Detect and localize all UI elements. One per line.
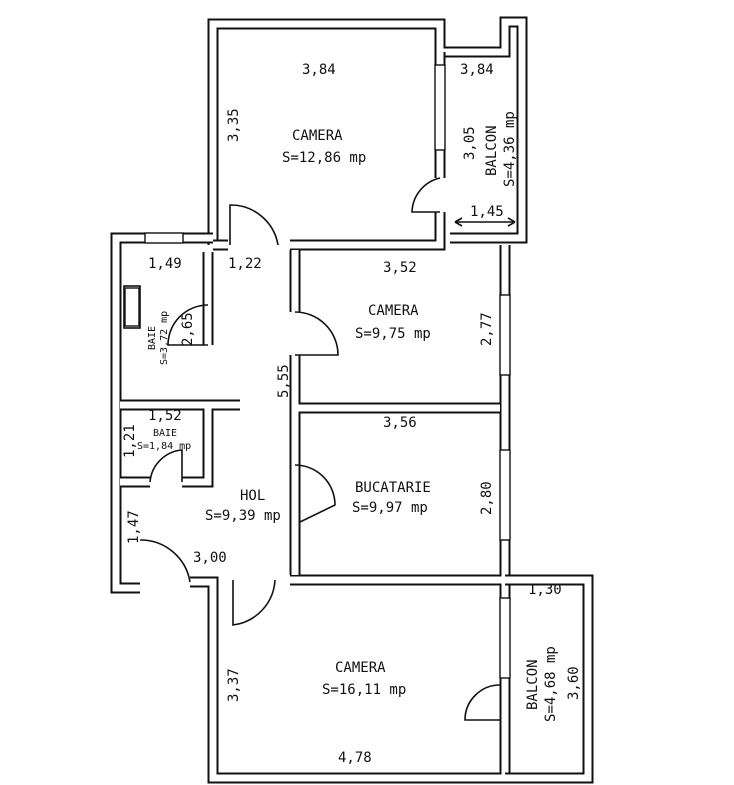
door-arcs <box>123 177 516 721</box>
dimension: 2,77 <box>479 312 495 346</box>
dimension: 3,60 <box>566 666 582 700</box>
room-camera-top: CAMERA S=12,86 mp 3,84 3,35 <box>226 62 366 166</box>
room-bucatarie: BUCATARIE S=9,97 mp 3,56 2,80 <box>352 415 495 516</box>
dimension: 4,78 <box>338 750 372 766</box>
room-area: S=12,86 mp <box>282 150 366 166</box>
dimension: 5,55 <box>276 364 292 398</box>
dimension: 1,30 <box>528 582 562 598</box>
room-hol: HOL S=9,39 mp 1,22 5,55 3,00 1,47 <box>126 256 292 566</box>
windows <box>124 64 511 679</box>
room-name: CAMERA <box>292 128 343 144</box>
room-area: S=16,11 mp <box>322 682 406 698</box>
dimension: 1,22 <box>228 256 262 272</box>
dimension: 2,80 <box>479 481 495 515</box>
dimension: 3,35 <box>226 108 242 142</box>
room-baie-large: 1,49 BAIE S=3,72 mp 2,65 <box>147 256 196 365</box>
room-name: BAIE <box>153 428 177 439</box>
dimension: 3,05 <box>462 126 478 160</box>
room-area: S=9,97 mp <box>352 500 428 516</box>
room-camera-bottom: CAMERA S=16,11 mp 4,78 3,37 <box>226 660 406 766</box>
dimension: 1,45 <box>470 204 504 220</box>
dimension: 3,84 <box>302 62 336 78</box>
dimension: 3,56 <box>383 415 417 431</box>
room-area: S=9,39 mp <box>205 508 281 524</box>
room-name: BALCON <box>484 125 500 176</box>
room-name: CAMERA <box>335 660 386 676</box>
dimension: 1,47 <box>126 510 142 544</box>
room-area: S=1,84 mp <box>137 441 191 452</box>
room-area: S=3,72 mp <box>159 311 170 365</box>
room-area: S=4,68 mp <box>543 646 559 722</box>
room-name: BAIE <box>147 326 158 350</box>
room-balcon-bottom: 1,30 BALCON S=4,68 mp 3,60 <box>525 582 582 722</box>
dimension: 1,21 <box>122 424 138 458</box>
room-area: S=9,75 mp <box>355 326 431 342</box>
room-name: HOL <box>240 488 265 504</box>
dimension: 2,65 <box>180 312 196 346</box>
dimension: 3,00 <box>193 550 227 566</box>
room-name: BUCATARIE <box>355 480 431 496</box>
dimension: 1,49 <box>148 256 182 272</box>
dimension: 3,37 <box>226 668 242 702</box>
room-name: CAMERA <box>368 303 419 319</box>
room-area: S=4,36 mp <box>502 111 518 187</box>
dimension: 3,52 <box>383 260 417 276</box>
dimension: 3,84 <box>460 62 494 78</box>
room-baie-small: 1,52 BAIE S=1,84 mp 1,21 <box>122 408 191 458</box>
room-balcon-top: 3,84 3,05 BALCON S=4,36 mp 1,45 <box>460 62 518 220</box>
room-name: BALCON <box>525 659 541 710</box>
dimension: 1,52 <box>148 408 182 424</box>
room-camera-mid: CAMERA S=9,75 mp 3,52 2,77 <box>355 260 495 346</box>
